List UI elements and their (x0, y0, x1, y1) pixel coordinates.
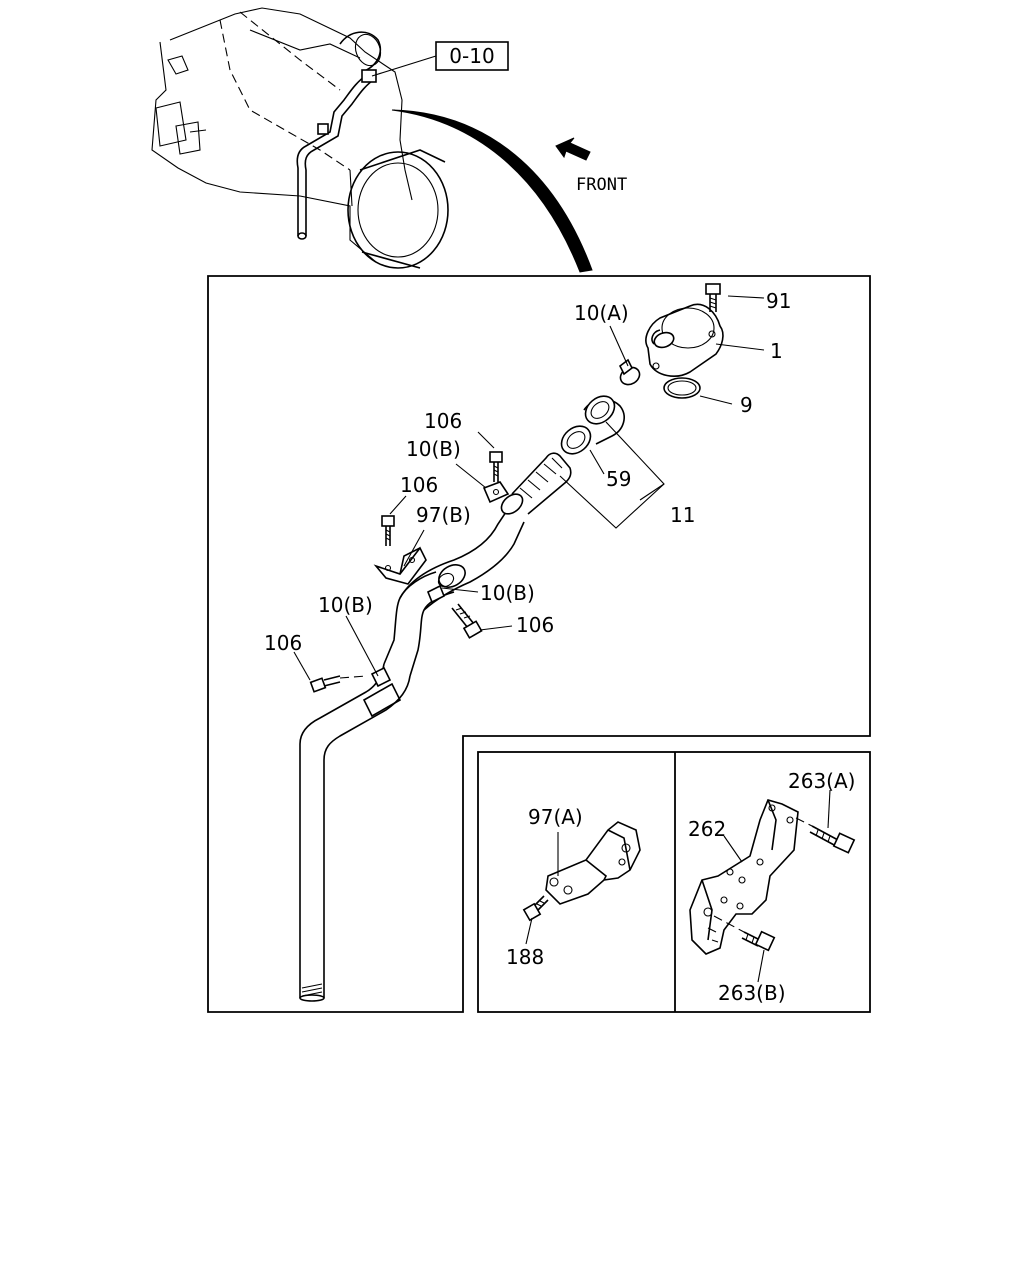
callout-10a: 10(A) (574, 301, 629, 325)
leader-lines-main (293, 295, 765, 681)
callout-9: 9 (740, 393, 753, 417)
bracket-10b-top (482, 481, 510, 504)
callout-263a: 263(A) (788, 769, 855, 793)
engine-overview-illustration (151, 7, 449, 269)
callout-263b: 263(B) (718, 981, 786, 1005)
front-arrow-icon (555, 137, 591, 161)
bracket-262 (689, 799, 799, 955)
callout-91: 91 (766, 289, 791, 313)
main-detail-frame (207, 275, 871, 1013)
bolt-188-icon (522, 895, 549, 922)
bolt-91-icon (705, 283, 721, 312)
bolt-106-mid-icon (451, 603, 483, 639)
bolt-106-left-icon (381, 515, 395, 546)
callout-10b-top: 10(B) (406, 437, 461, 461)
o-ring-9 (663, 377, 701, 399)
callout-106-top: 106 (424, 409, 462, 433)
reference-box: 0-10 (435, 41, 509, 71)
zoom-arc (391, 109, 593, 273)
bracket-97a (545, 821, 641, 905)
bracket-97b (373, 546, 427, 585)
reference-box-label: 0-10 (449, 44, 494, 68)
inset-frame (477, 751, 871, 1013)
callout-106-low: 106 (264, 631, 302, 655)
callout-1: 1 (770, 339, 783, 363)
callout-106-left: 106 (400, 473, 438, 497)
callout-188: 188 (506, 945, 544, 969)
callout-10b-mid: 10(B) (480, 581, 535, 605)
water-outlet-cover (645, 303, 724, 377)
callout-11: 11 (670, 503, 695, 527)
bolt-106-top-icon (489, 451, 503, 482)
callout-97a: 97(A) (528, 805, 583, 829)
callout-10b-low: 10(B) (318, 593, 373, 617)
front-label: FRONT (576, 175, 627, 195)
group-bracket-11 (559, 421, 665, 529)
dipstick-tube (299, 358, 641, 1002)
callout-59: 59 (606, 467, 631, 491)
callout-106-mid: 106 (516, 613, 554, 637)
callout-262: 262 (688, 817, 726, 841)
bolt-263b-icon (713, 915, 776, 952)
callout-97b: 97(B) (416, 503, 471, 527)
bolt-106-low-icon (309, 675, 367, 693)
bolt-263a-icon (795, 817, 856, 854)
